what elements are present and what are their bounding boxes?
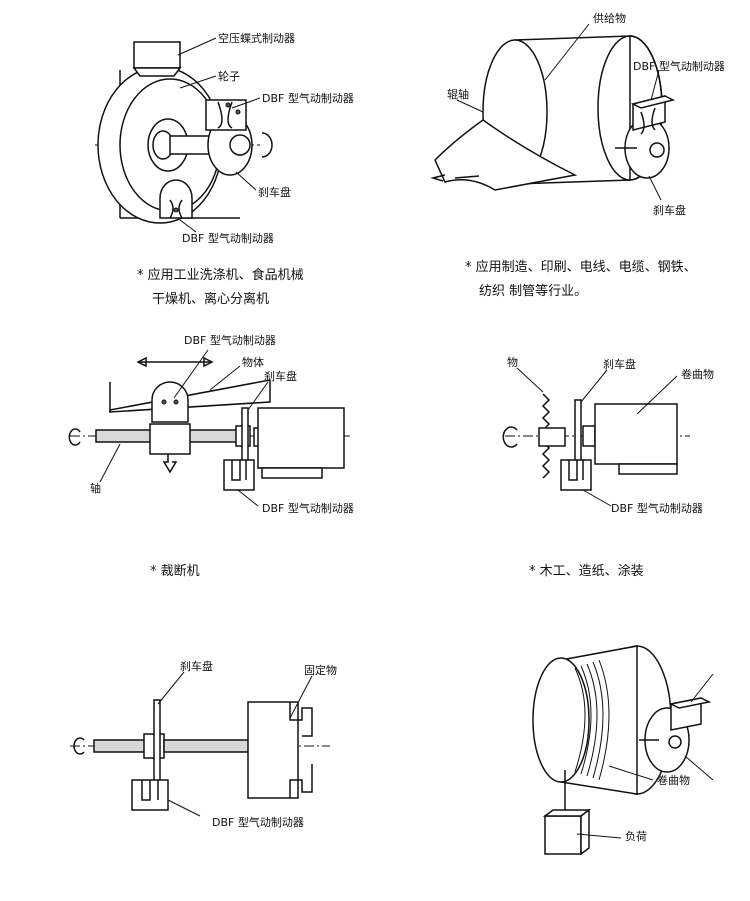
wheel-label: 轮子	[218, 70, 240, 83]
dbf-brake-label-bottom: DBF 型气动制动器	[182, 232, 274, 245]
dbf-brake-label: DBF 型气动制动器	[262, 92, 354, 105]
dbf-brake-label: DBF 型气动制动器	[633, 60, 725, 73]
roller-brake-drawing	[430, 23, 676, 201]
panel-woodworking: 物 刹车盘 卷曲物 DBF 型气动制动器 * 木工、造纸、涂装	[375, 320, 750, 620]
application-caption-line1: * 应用制造、印刷、电线、电缆、钢铁、	[465, 260, 697, 275]
brake-disc-label: 刹车盘	[180, 660, 213, 673]
dbf-brake-label-bottom: DBF 型气动制动器	[262, 502, 354, 515]
application-caption-line2: 干燥机、离心分离机	[152, 292, 270, 307]
woodworking-drawing	[502, 367, 690, 507]
brake-disc-label: 刹车盘	[264, 370, 297, 383]
air-butterfly-brake-label: 空压蝶式制动器	[218, 32, 295, 45]
fixed-object-label: 固定物	[304, 664, 337, 677]
application-caption-line1: * 应用工业洗涤机、食品机械	[137, 268, 304, 283]
application-caption: * 木工、造纸、涂装	[529, 564, 644, 579]
supply-material-label: 供给物	[593, 12, 626, 25]
coil-material-label: 卷曲物	[681, 368, 714, 381]
application-caption: * 裁断机	[150, 564, 200, 579]
dbf-brake-label: DBF 型气动制动器	[212, 816, 304, 829]
dbf-brake-label: DBF 型气动制动器	[611, 502, 703, 515]
panel-roller-application: 供给物 DBF 型气动制动器 辊轴 刹车盘 * 应用制造、印刷、电线、电缆、钢铁…	[375, 0, 750, 320]
load-label: 负荷	[625, 830, 647, 843]
shaft-label: 轴	[90, 482, 101, 495]
brake-disc-label: 刹车盘	[258, 186, 291, 199]
panel-cutting-machine: DBF 型气动制动器 物体 刹车盘 轴 DBF 型气动制动器 * 裁断机	[0, 320, 375, 620]
panel-winding-load: 卷曲物 负荷	[375, 620, 750, 901]
panel-fixed-brake: 刹车盘 固定物 DBF 型气动制动器	[0, 620, 375, 901]
panel-washer-application: 空压蝶式制动器 轮子 DBF 型气动制动器 刹车盘 DBF 型气动制动器 * 应…	[0, 0, 375, 320]
washer-brake-drawing	[95, 37, 273, 233]
brake-disc-label: 刹车盘	[603, 358, 636, 371]
object-label: 物	[507, 356, 518, 369]
cutting-machine-drawing	[68, 349, 350, 507]
roller-shaft-label: 辊轴	[447, 88, 469, 101]
object-label: 物体	[242, 356, 264, 369]
winding-load-drawing	[532, 645, 714, 856]
dbf-brake-label: DBF 型气动制动器	[184, 334, 276, 347]
fixed-brake-drawing	[70, 671, 330, 817]
application-caption-line2: 纺织 制管等行业。	[479, 284, 588, 299]
coil-material-label: 卷曲物	[657, 774, 690, 787]
brake-disc-label: 刹车盘	[653, 204, 686, 217]
